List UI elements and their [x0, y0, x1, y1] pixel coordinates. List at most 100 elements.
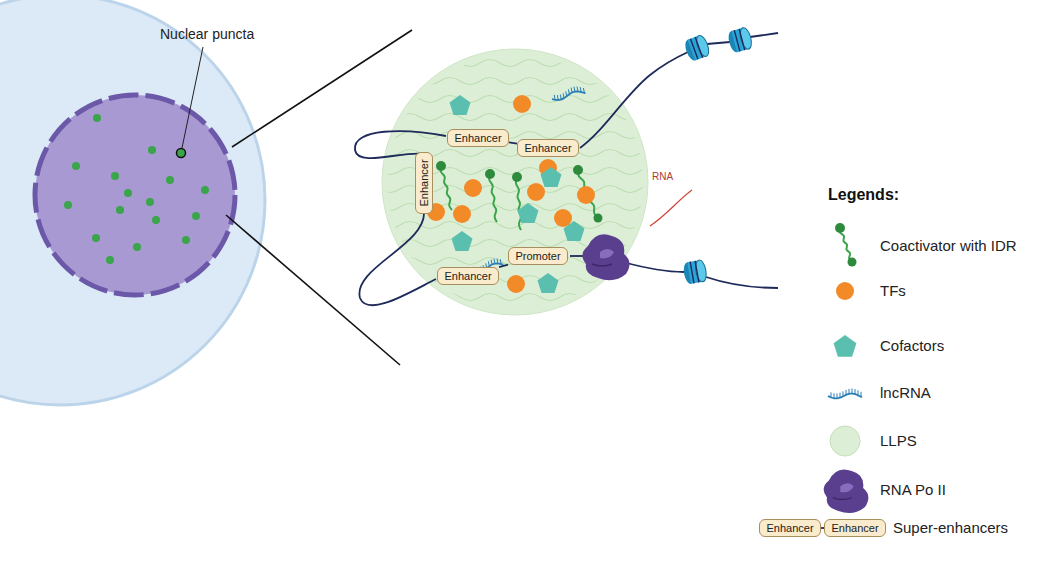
cofactor — [541, 167, 562, 187]
cofactor — [450, 95, 471, 115]
dna-strand — [580, 52, 688, 148]
legend-text: RNA Po II — [880, 481, 946, 498]
puncta-dot — [116, 206, 124, 214]
pol-body — [582, 234, 629, 280]
nucleosome-face — [694, 259, 708, 282]
puncta-dot — [92, 234, 100, 242]
tf — [513, 95, 531, 113]
lncrna-bases — [553, 85, 584, 101]
enhancer-box: Enhancer — [517, 139, 579, 157]
idr-stem — [578, 170, 598, 218]
enhancer-box: Enhancer — [415, 152, 433, 214]
legend-heading: Legends: — [828, 186, 899, 204]
idr-stem — [440, 166, 452, 210]
nucleus — [35, 95, 235, 295]
nucleosome — [683, 34, 711, 62]
puncta-dot — [64, 201, 72, 209]
rna-pol-ii — [582, 234, 629, 280]
dna-wrap — [690, 37, 702, 59]
cell — [0, 0, 265, 405]
dna-link — [499, 265, 508, 268]
dna-strand — [707, 42, 730, 44]
cofactor — [518, 203, 539, 223]
box-label: Enhancer — [454, 132, 501, 145]
puncta-dot — [192, 212, 200, 220]
coactivator-tail — [848, 258, 857, 267]
tf — [554, 209, 572, 227]
puncta-dot — [148, 146, 156, 154]
enhancer-box: Enhancer — [447, 129, 509, 147]
coactivator-head — [512, 172, 522, 182]
marked-puncta-dot — [177, 149, 186, 158]
puncta-dot — [146, 198, 154, 206]
puncta-dot — [93, 114, 101, 122]
coactivator — [573, 165, 603, 223]
rna-label: RNA — [652, 171, 673, 183]
box-label: Enhancer — [831, 522, 878, 535]
dna-strand — [623, 262, 684, 272]
box-label: Enhancer — [444, 270, 491, 283]
promoter-box: Promoter — [508, 247, 568, 265]
nucleosome-face — [738, 27, 753, 51]
box-label: Promoter — [515, 250, 560, 263]
puncta-label: Nuclear puncta — [160, 26, 254, 42]
legend-coactivator — [835, 223, 857, 267]
puncta-dot — [182, 236, 190, 244]
puncta-dot — [201, 186, 209, 194]
nucleosome — [682, 259, 707, 284]
coactivator-head — [573, 165, 583, 175]
box-label: Enhancer — [524, 142, 571, 155]
legend-text: TFs — [880, 282, 906, 299]
puncta-dot — [166, 176, 174, 184]
puncta-dot — [124, 189, 132, 197]
coactivator-tail — [594, 214, 603, 223]
cofactor — [452, 231, 473, 251]
legend-cofactor — [834, 335, 857, 357]
dna-strand — [750, 33, 778, 37]
pol-body — [824, 469, 869, 513]
llps-droplet — [382, 49, 648, 315]
llps-filaments — [387, 54, 643, 310]
tf — [527, 183, 545, 201]
lncrna — [828, 389, 862, 399]
puncta-dot — [133, 243, 141, 251]
coactivator-head — [436, 161, 446, 171]
dna-link — [509, 142, 517, 143]
enhancer-box: Enhancer — [437, 267, 499, 285]
coactivator-head — [835, 223, 845, 233]
puncta-dot — [111, 172, 119, 180]
zoom-line — [232, 30, 412, 147]
coactivator-head — [485, 169, 495, 179]
leader-line — [182, 47, 203, 148]
idr-stem — [839, 228, 852, 262]
legend-text: Super-enhancers — [893, 519, 1008, 536]
coactivator — [485, 169, 497, 222]
legend-text: Coactivator with IDR — [880, 237, 1017, 254]
pol-cleft — [840, 483, 853, 492]
dna-strand — [706, 277, 778, 288]
dna-strand — [359, 212, 436, 305]
cofactor — [538, 273, 559, 293]
cofactor — [564, 221, 585, 241]
rna-pol-ii — [824, 469, 869, 513]
coactivator — [436, 161, 452, 210]
box-label: Enhancer — [766, 522, 813, 535]
enhancer-box: Enhancer — [759, 519, 821, 537]
pol-cleft — [600, 249, 614, 258]
idr-stem — [489, 174, 497, 222]
puncta-dot — [106, 256, 114, 264]
lncrna — [550, 85, 585, 102]
tf — [507, 275, 525, 293]
enhancer-box: Enhancer — [824, 519, 886, 537]
puncta-dot — [72, 162, 80, 170]
pol-jaw — [592, 264, 612, 266]
legend-text: lncRNA — [880, 384, 931, 401]
lncrna-bases — [831, 389, 861, 399]
box-label: Enhancer — [418, 159, 431, 206]
legend-swatch — [830, 426, 860, 456]
legend-text: Cofactors — [880, 337, 944, 354]
zoom-line — [226, 215, 400, 365]
puncta-dot — [152, 216, 160, 224]
tf — [453, 205, 471, 223]
